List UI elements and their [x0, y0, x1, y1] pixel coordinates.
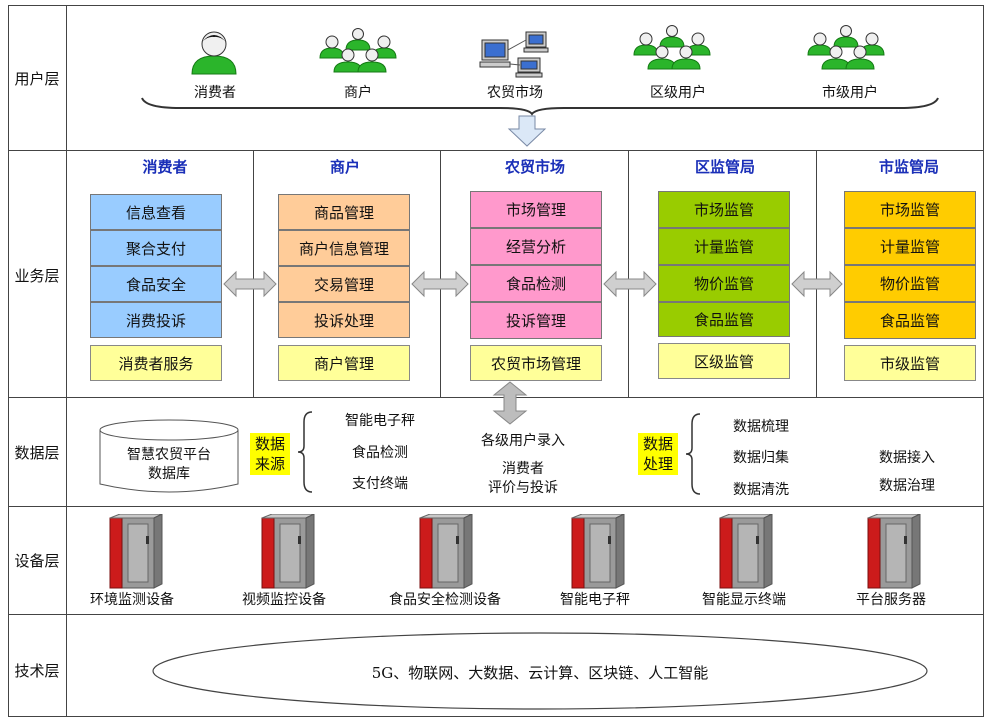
server-cabinet-icon [867, 514, 921, 589]
database-cylinder-icon [99, 419, 239, 493]
column-divider [253, 150, 254, 397]
layer-label-data: 数据层 [14, 444, 60, 462]
module-box: 食品检测 [470, 265, 602, 302]
divider-device-tech [8, 614, 984, 615]
tech-text: 5G、物联网、大数据、云计算、区块链、人工智能 [371, 664, 709, 682]
summary-box: 商户管理 [278, 345, 410, 381]
user-brace [141, 97, 939, 116]
summary-box: 农贸市场管理 [470, 345, 602, 381]
database-label: 智慧农贸平台 数据库 [127, 447, 211, 482]
data-process-item: 数据清洗 [733, 482, 789, 498]
data-source-item: 食品检测 [352, 445, 408, 461]
divider-user-business [8, 150, 984, 151]
double-arrow-icon [603, 270, 657, 298]
module-box: 经营分析 [470, 228, 602, 265]
column-title: 农贸市场 [504, 158, 565, 176]
module-box: 市场管理 [470, 191, 602, 228]
data-process-item: 数据接入 [879, 450, 935, 466]
divider-data-device [8, 506, 984, 507]
server-cabinet-icon [571, 514, 625, 589]
device-label: 智能显示终端 [702, 592, 786, 608]
module-box: 物价监管 [844, 265, 976, 302]
device-label: 视频监控设备 [242, 592, 326, 608]
device-label: 平台服务器 [856, 592, 926, 608]
data-process-item: 数据梳理 [733, 419, 789, 435]
layer-label-tech: 技术层 [14, 662, 60, 680]
module-box: 食品监管 [844, 302, 976, 339]
column-divider [816, 150, 817, 397]
data-process-item: 数据治理 [879, 478, 935, 494]
user-item-label: 市级用户 [822, 85, 878, 101]
module-box: 市场监管 [658, 191, 790, 228]
module-box: 计量监管 [658, 228, 790, 265]
module-box: 消费投诉 [90, 302, 222, 338]
user-item-label: 农贸市场 [487, 85, 543, 101]
computer-network-icon [479, 31, 549, 78]
module-box: 投诉管理 [470, 302, 602, 339]
diagram-frame [8, 5, 984, 717]
device-label: 智能电子秤 [560, 592, 630, 608]
summary-box: 市级监管 [844, 345, 976, 381]
module-box: 商品管理 [278, 194, 410, 230]
user-group-icon [633, 25, 711, 70]
module-box: 物价监管 [658, 265, 790, 302]
column-title: 区监管局 [694, 158, 755, 176]
single-user-icon [191, 31, 237, 75]
server-cabinet-icon [719, 514, 773, 589]
module-box: 市场监管 [844, 191, 976, 228]
down-arrow-icon [507, 115, 547, 147]
double-arrow-icon [411, 270, 469, 298]
summary-box: 消费者服务 [90, 345, 222, 381]
server-cabinet-icon [109, 514, 163, 589]
server-cabinet-icon [419, 514, 473, 589]
module-box: 食品安全 [90, 266, 222, 302]
column-title: 商户 [329, 158, 360, 176]
column-title: 市监管局 [878, 158, 939, 176]
module-box: 商户信息管理 [278, 230, 410, 266]
user-group-icon [319, 28, 397, 73]
column-divider [440, 150, 441, 397]
user-input-item: 各级用户录入 [481, 433, 565, 449]
divider-business-data [8, 397, 984, 398]
device-label: 环境监测设备 [90, 592, 174, 608]
module-box: 食品监管 [658, 302, 790, 337]
data-source-label: 数据 来源 [250, 433, 290, 475]
module-box: 投诉处理 [278, 302, 410, 338]
module-box: 交易管理 [278, 266, 410, 302]
layer-label-user: 用户层 [14, 70, 60, 88]
module-box: 聚合支付 [90, 230, 222, 266]
left-brace-icon [297, 411, 313, 493]
user-item-label: 消费者 [194, 85, 236, 101]
server-cabinet-icon [261, 514, 315, 589]
user-item-label: 区级用户 [650, 85, 706, 101]
user-group-icon [807, 25, 885, 70]
user-input-item: 消费者 评价与投诉 [488, 461, 558, 496]
summary-box: 区级监管 [658, 343, 790, 379]
layer-label-device: 设备层 [14, 552, 60, 570]
module-box: 计量监管 [844, 228, 976, 265]
data-source-item: 智能电子秤 [345, 413, 415, 429]
data-process-item: 数据归集 [733, 450, 789, 466]
module-box: 信息查看 [90, 194, 222, 230]
vertical-double-arrow-icon [492, 381, 528, 425]
left-brace-icon [685, 413, 701, 495]
double-arrow-icon [223, 270, 277, 298]
column-divider [628, 150, 629, 397]
device-label: 食品安全检测设备 [389, 592, 501, 608]
layer-label-divider [66, 5, 67, 717]
data-source-item: 支付终端 [352, 476, 408, 492]
layer-label-business: 业务层 [14, 267, 60, 285]
column-title: 消费者 [142, 158, 188, 176]
user-item-label: 商户 [344, 85, 372, 101]
data-process-label: 数据 处理 [638, 433, 678, 475]
tech-ellipse [152, 632, 928, 710]
double-arrow-icon [791, 270, 843, 298]
